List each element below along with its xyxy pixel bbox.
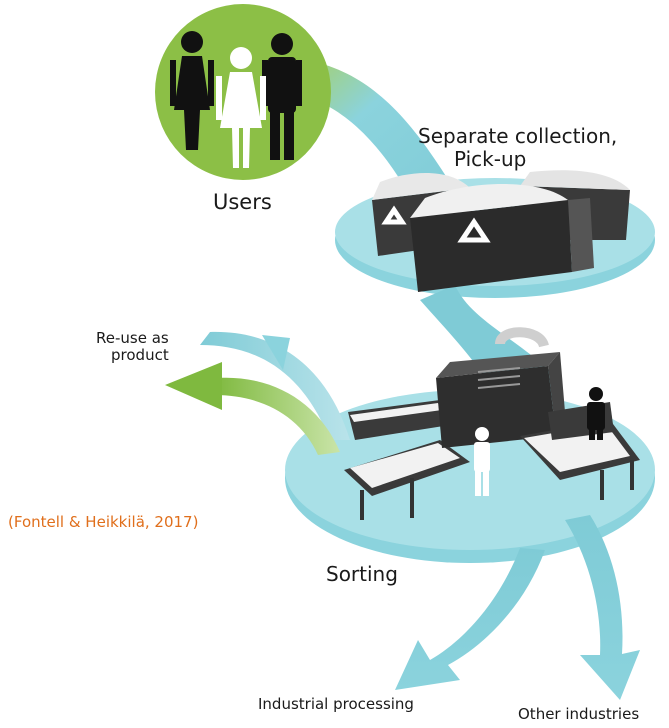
collection-label: Separate collection, Pick-up [418,125,617,171]
recycle-bin-icon [372,170,630,292]
collection-label-line2: Pick-up [454,147,527,171]
citation: (Fontell & Heikkilä, 2017) [8,513,199,531]
other-industries-label: Other industries [518,705,640,723]
worker-icon [474,387,605,496]
industrial-processing-label: Industrial processing [258,695,414,713]
collection-label-line1: Separate collection, [418,124,618,148]
reuse-arrow-green [215,377,340,455]
sorting-machine-icon [344,327,640,520]
people-icon [170,31,302,168]
reuse-arrow-green-head [165,362,222,410]
reuse-arrow-blue-head [262,335,290,370]
other-industries-arrow [565,515,640,700]
sorting-label: Sorting [326,562,398,586]
industrial-processing-arrow [395,548,545,690]
users-label: Users [213,190,272,214]
reuse-label-line2: product [111,346,169,365]
reuse-label-line1: Re-use as [96,329,169,347]
reuse-label: Re-use as product [96,329,169,365]
